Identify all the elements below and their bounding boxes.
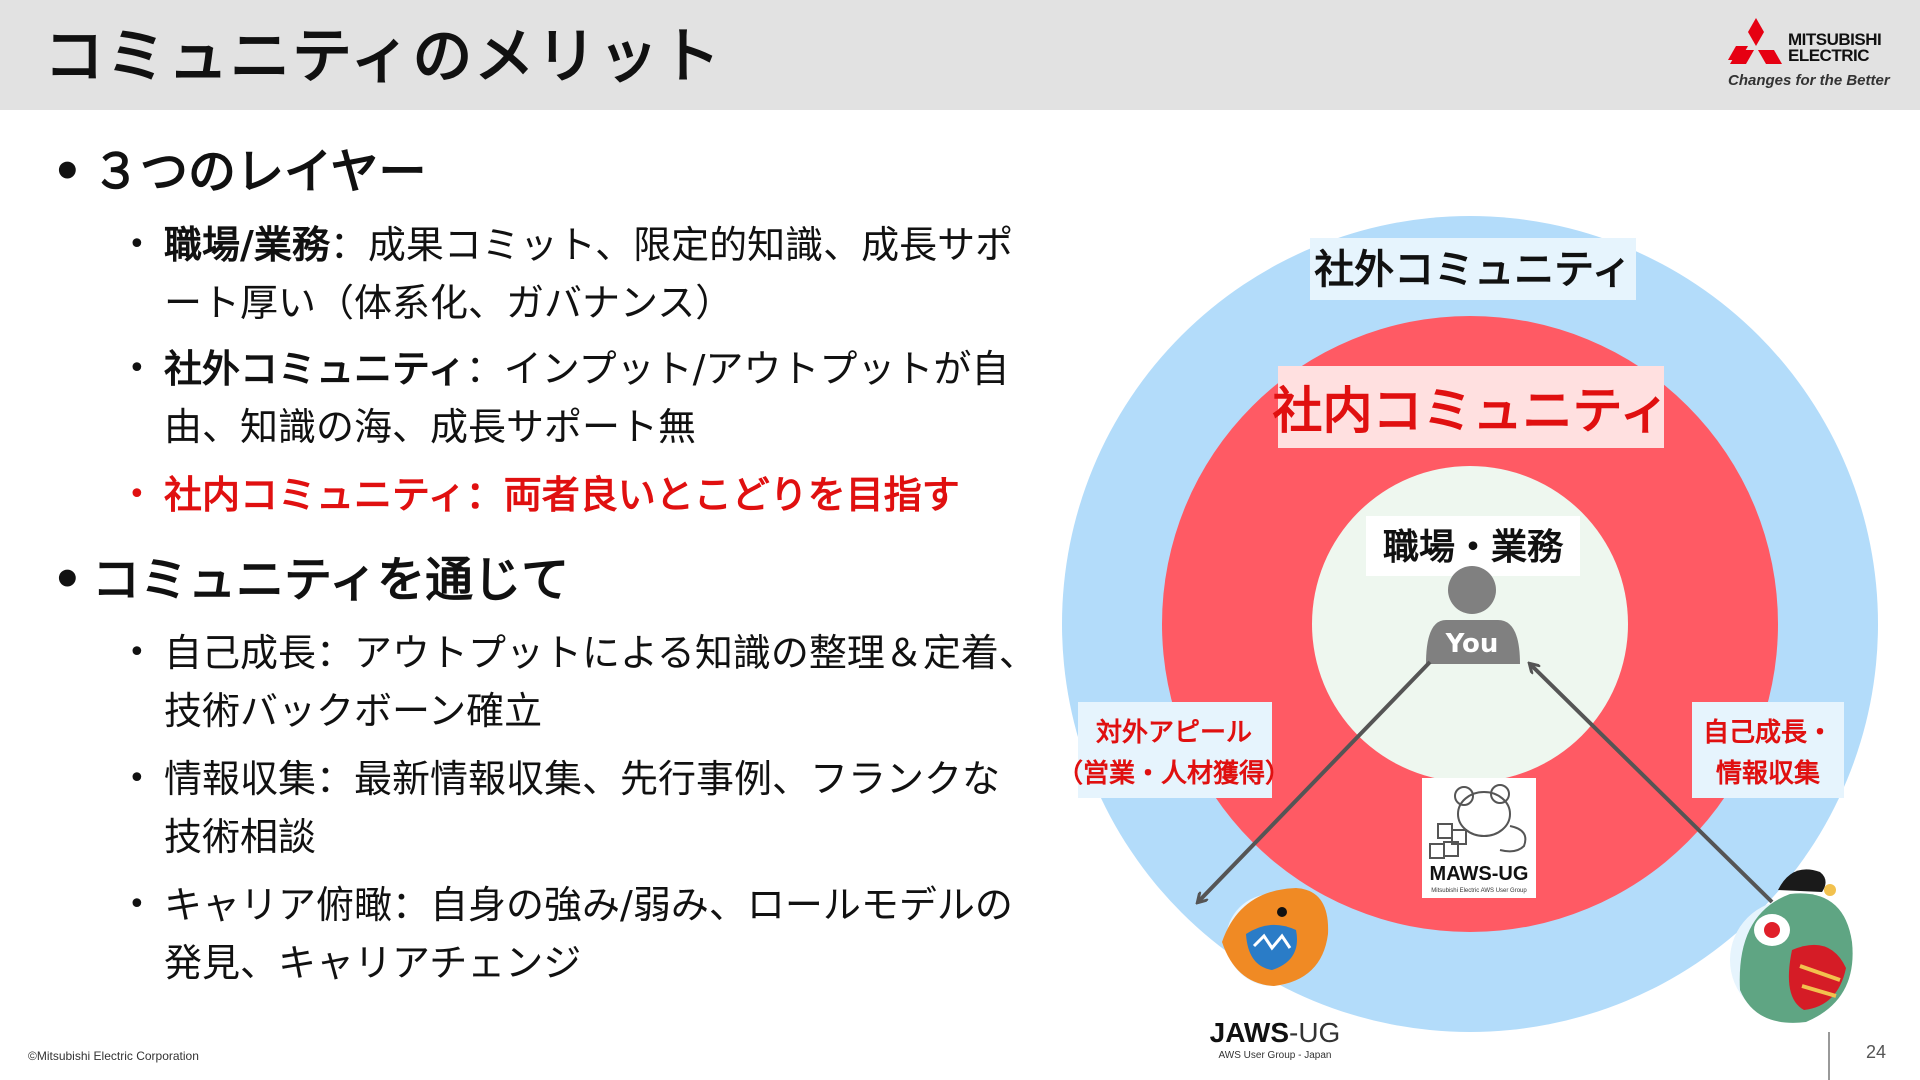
- maws-ug-logo: MAWS-UG Mitsubishi Electric AWS User Gro…: [1422, 778, 1536, 898]
- bullet-content: •３つのレイヤー • 職場/業務：成果コミット、限定的知識、成長サポート厚い（体…: [52, 144, 1037, 985]
- logo-tagline: Changes for the Better: [1728, 72, 1890, 89]
- right-label-box: [1692, 702, 1844, 798]
- bullet-heading-through-community: •コミュニティを通じて: [52, 552, 570, 608]
- company-logo: MITSUBISHI ELECTRIC Changes for the Bett…: [1728, 18, 1898, 90]
- right-label-line1: 自己成長・: [1703, 717, 1833, 748]
- shark-mascot-icon: [1222, 888, 1329, 986]
- middle-label-box: [1278, 366, 1664, 448]
- middle-ring-label: 社内コミュニティ: [1273, 382, 1670, 440]
- three-diamonds-icon: [1728, 18, 1782, 64]
- outer-label-box: [1310, 238, 1636, 300]
- maws-logo-text: MAWS-UG: [1430, 863, 1529, 885]
- bullet-item-self-growth: • 自己成長：アウトプットによる知識の整理＆定着、技術バックボーン確立: [128, 631, 1037, 733]
- inner-label-box: [1366, 516, 1580, 576]
- person-label: You: [1445, 629, 1499, 659]
- copyright-notice: ©Mitsubishi Electric Corporation: [28, 1049, 199, 1063]
- jaws-logo-subtext: AWS User Group - Japan: [1218, 1050, 1331, 1061]
- left-label-line2: （営業・人材獲得）: [1060, 759, 1291, 789]
- maws-logo-subtext: Mitsubishi Electric AWS User Group: [1431, 888, 1527, 894]
- logo-wordmark: MITSUBISHI ELECTRIC: [1788, 30, 1882, 65]
- right-label-line2: 情報収集: [1716, 758, 1821, 789]
- outer-ring-label: 社外コミュニティ: [1314, 247, 1632, 293]
- arrow-inward-right: [1530, 664, 1774, 904]
- svg-text:JAWS-UG: JAWS-UG: [1210, 1017, 1341, 1048]
- bullet-item-info-gathering: • 情報収集：最新情報収集、先行事例、フランクな技術相談: [128, 757, 1001, 859]
- person-icon: [1426, 566, 1520, 664]
- community-layers-diagram: 社外コミュニティ 社内コミュニティ 職場・業務 You 対外アピール （営業・人…: [1060, 216, 1878, 1061]
- bullet-item-external-community: • 社外コミュニティ：インプット/アウトプットが自由、知識の海、成長サポート無: [128, 347, 1010, 449]
- bullet-item-internal-community: • 社内コミュニティ：両者良いとこどりを目指す: [128, 473, 960, 517]
- slide-title: コミュニティのメリット: [44, 22, 723, 92]
- header-bar: [0, 0, 1920, 110]
- shark-kimono-mascot-icon: [1730, 869, 1853, 1023]
- mouse-mascot-icon: [1429, 784, 1527, 859]
- left-label-box: [1078, 702, 1272, 798]
- left-label-line1: 対外アピール: [1096, 718, 1252, 748]
- arrow-outward-left: [1198, 660, 1432, 902]
- bullet-item-career: • キャリア俯瞰：自身の強み/弱み、ロールモデルの発見、キャリアチェンジ: [128, 883, 1013, 985]
- jaws-ug-logo-text: JAWS-UG AWS User Group - Japan: [1210, 1017, 1341, 1061]
- bullet-heading-layers: •３つのレイヤー: [52, 144, 427, 200]
- bullet-item-workplace: • 職場/業務：成果コミット、限定的知識、成長サポート厚い（体系化、ガバナンス）: [128, 223, 1014, 325]
- page-number: 24: [1866, 1042, 1887, 1062]
- page-number-divider: [1828, 1032, 1830, 1080]
- inner-circle-label: 職場・業務: [1383, 527, 1564, 568]
